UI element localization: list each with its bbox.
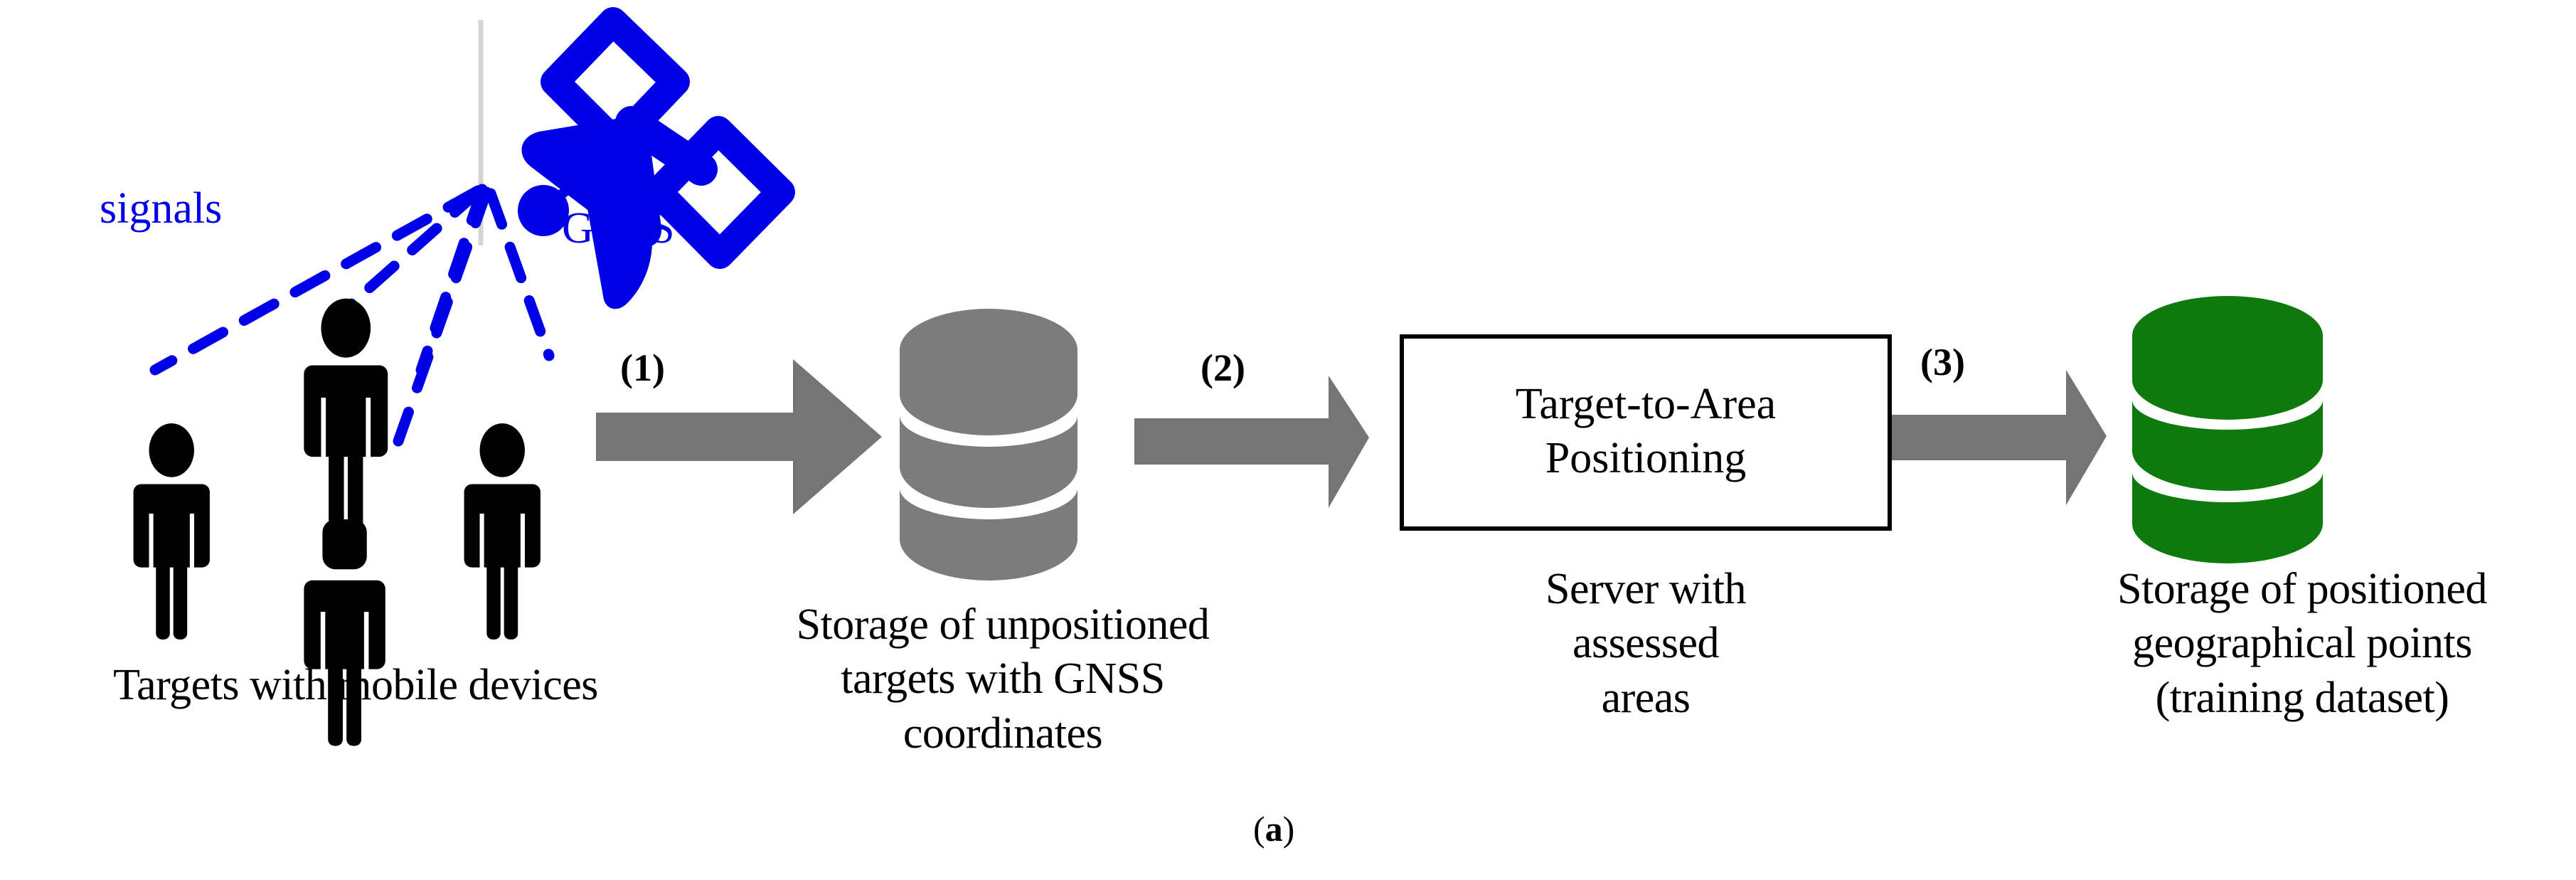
- gnss-label: GNSS: [562, 204, 675, 253]
- step-3-label: (3): [1920, 341, 1965, 383]
- signal-ray-5: [485, 188, 555, 361]
- person-icon: [304, 519, 385, 746]
- person-icon: [464, 423, 541, 640]
- signal-ray-1: [149, 185, 484, 376]
- step-2-label: (2): [1201, 346, 1245, 389]
- server-caption: Server with assessed areas: [1545, 565, 1747, 722]
- targets-caption: Targets with mobile devices: [113, 661, 598, 709]
- right-arrow-icon: [1878, 370, 2107, 505]
- figure-letter: (a): [1253, 809, 1295, 849]
- step-1-label: (1): [620, 346, 665, 389]
- database-cylinder-icon: [2132, 296, 2323, 563]
- positioned-storage-caption: Storage of positioned geographical point…: [2117, 565, 2487, 722]
- person-icon: [304, 298, 388, 536]
- signals-label: signals: [100, 184, 223, 233]
- person-icon: [133, 423, 210, 640]
- unpositioned-storage-caption: Storage of unpositioned targets with GNS…: [796, 600, 1210, 758]
- figure-letter-text: a: [1265, 809, 1283, 849]
- targets-group: [133, 298, 541, 746]
- satellite-icon: [518, 7, 795, 309]
- right-arrow-icon: [596, 359, 882, 514]
- signal-ray-4: [393, 186, 492, 447]
- right-arrow-icon: [1134, 376, 1369, 508]
- target-to-area-positioning-box[interactable]: Target-to-Area Positioning: [1400, 334, 1892, 531]
- database-cylinder-icon: [900, 309, 1077, 581]
- server-box-label: Target-to-Area Positioning: [1515, 380, 1777, 483]
